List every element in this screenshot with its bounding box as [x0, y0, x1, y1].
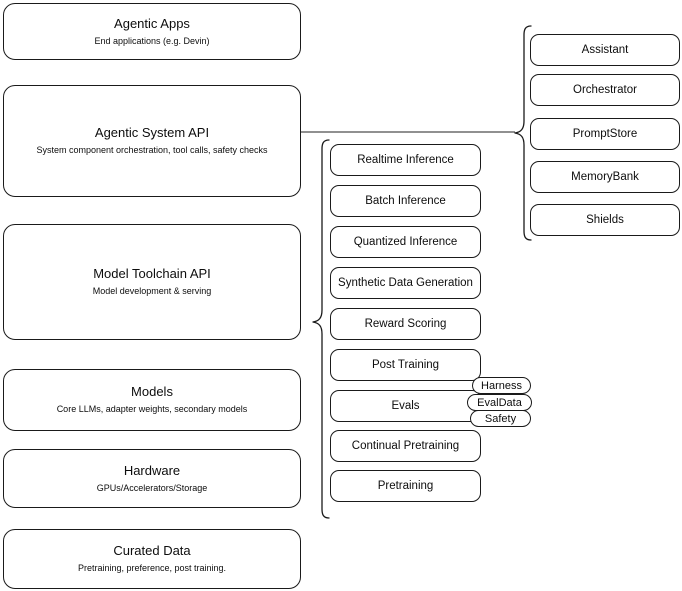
- stack-box-agentic-apps[interactable]: Agentic Apps End applications (e.g. Devi…: [3, 3, 301, 60]
- brace-toolchain-capabilities: [310, 138, 332, 520]
- pill-label: Quantized Inference: [353, 236, 458, 248]
- system-component-pill-orchestrator[interactable]: Orchestrator: [530, 74, 680, 106]
- pill-label: MemoryBank: [571, 171, 639, 183]
- connector-system-api-to-components: [301, 126, 517, 138]
- stack-box-title: Models: [131, 384, 173, 400]
- stack-box-subtitle: End applications (e.g. Devin): [94, 35, 210, 46]
- stack-box-title: Agentic Apps: [114, 15, 190, 31]
- pill-label: Continual Pretraining: [351, 440, 460, 452]
- stack-box-title: Hardware: [123, 462, 181, 478]
- system-component-pill-memorybank[interactable]: MemoryBank: [530, 161, 680, 193]
- stack-box-subtitle: System component orchestration, tool cal…: [36, 145, 268, 156]
- toolchain-pill-evals[interactable]: Evals: [330, 390, 481, 422]
- stack-box-hardware[interactable]: Hardware GPUs/Accelerators/Storage: [3, 449, 301, 508]
- pill-label: Pretraining: [377, 480, 434, 492]
- toolchain-pill-quantized-inference[interactable]: Quantized Inference: [330, 226, 481, 258]
- stack-box-agentic-system-api[interactable]: Agentic System API System component orch…: [3, 85, 301, 197]
- system-component-pill-shields[interactable]: Shields: [530, 204, 680, 236]
- toolchain-pill-continual-pretraining[interactable]: Continual Pretraining: [330, 430, 481, 462]
- evals-pill-safety[interactable]: Safety: [470, 410, 531, 427]
- pill-label: Assistant: [581, 44, 629, 56]
- system-component-pill-promptstore[interactable]: PromptStore: [530, 118, 680, 150]
- pill-label: Batch Inference: [365, 195, 446, 207]
- pill-label: Realtime Inference: [357, 154, 454, 166]
- stack-box-model-toolchain-api[interactable]: Model Toolchain API Model development & …: [3, 224, 301, 340]
- toolchain-pill-post-training[interactable]: Post Training: [330, 349, 481, 381]
- toolchain-pill-synthetic-data-generation[interactable]: Synthetic Data Generation: [330, 267, 481, 299]
- toolchain-pill-realtime-inference[interactable]: Realtime Inference: [330, 144, 481, 176]
- evals-pill-harness[interactable]: Harness: [472, 377, 531, 394]
- pill-label: Synthetic Data Generation: [338, 277, 473, 289]
- stack-box-subtitle: Model development & serving: [92, 286, 212, 297]
- pill-label: Orchestrator: [573, 84, 637, 96]
- pill-label: Evals: [391, 400, 420, 412]
- stack-box-curated-data[interactable]: Curated Data Pretraining, preference, po…: [3, 529, 301, 589]
- pill-label: Shields: [586, 214, 624, 226]
- toolchain-pill-reward-scoring[interactable]: Reward Scoring: [330, 308, 481, 340]
- evals-pill-evaldata[interactable]: EvalData: [467, 394, 532, 411]
- stack-box-title: Agentic System API: [94, 125, 210, 141]
- toolchain-pill-pretraining[interactable]: Pretraining: [330, 470, 481, 502]
- pill-label: Post Training: [371, 359, 440, 371]
- toolchain-pill-batch-inference[interactable]: Batch Inference: [330, 185, 481, 217]
- stack-box-subtitle: GPUs/Accelerators/Storage: [96, 482, 208, 493]
- stack-box-subtitle: Core LLMs, adapter weights, secondary mo…: [56, 404, 248, 415]
- system-component-pill-assistant[interactable]: Assistant: [530, 34, 680, 66]
- stack-box-models[interactable]: Models Core LLMs, adapter weights, secon…: [3, 369, 301, 431]
- pill-label: Reward Scoring: [364, 318, 447, 330]
- pill-label: EvalData: [477, 396, 522, 409]
- stack-box-subtitle: Pretraining, preference, post training.: [77, 563, 227, 574]
- pill-label: Harness: [481, 379, 522, 392]
- stack-box-title: Model Toolchain API: [93, 266, 211, 282]
- stack-box-title: Curated Data: [113, 543, 191, 559]
- pill-label: PromptStore: [572, 128, 638, 140]
- pill-label: Safety: [484, 412, 517, 425]
